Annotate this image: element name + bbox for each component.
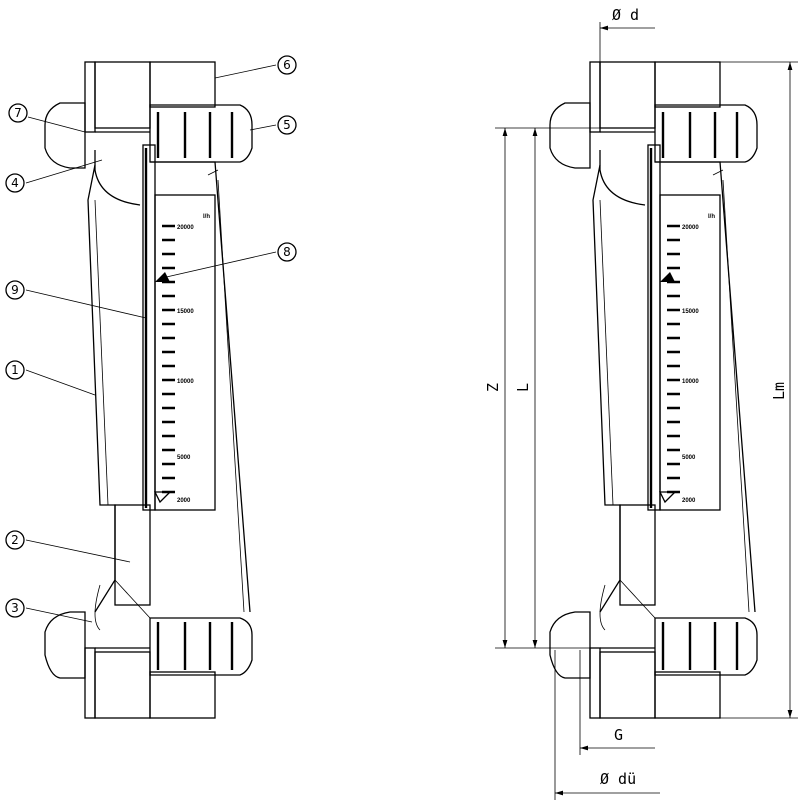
callout-9: 9: [5, 280, 25, 300]
callout-8: 8: [277, 242, 297, 262]
scale-tick-label: 15000: [177, 309, 194, 315]
callout-3: 3: [5, 598, 25, 618]
callout-6: 6: [277, 55, 297, 75]
scale-tick-label: 20000: [682, 225, 699, 231]
scale-tick-label: 15000: [682, 309, 699, 315]
svg-text:5: 5: [283, 118, 291, 132]
scale-tick-label: 10000: [177, 379, 194, 385]
dimension-lines: [495, 22, 798, 800]
scale-tick-label: 20000: [177, 225, 194, 231]
callouts: 1 2 3 4 5 6 7 8 9: [5, 55, 297, 618]
callout-1: 1: [5, 360, 25, 380]
scale-tick-label: 2000: [177, 498, 191, 504]
scale-labels-left: l/h 20000 15000 10000 5000 2000: [177, 214, 210, 504]
scale-unit: l/h: [708, 214, 715, 220]
callout-4: 4: [5, 173, 25, 193]
svg-text:2: 2: [11, 533, 19, 547]
dimension-z-label: Z: [484, 383, 502, 392]
svg-text:3: 3: [11, 601, 19, 615]
scale-unit: l/h: [203, 214, 210, 220]
svg-text:9: 9: [11, 283, 19, 297]
flowmeter-sectional-view: [43, 60, 254, 720]
svg-text:1: 1: [11, 363, 19, 377]
dimension-lm-label: Lm: [770, 382, 788, 400]
scale-tick-label: 5000: [682, 455, 696, 461]
svg-text:7: 7: [14, 106, 22, 120]
flowmeter-dimension-view: [548, 60, 759, 720]
callout-2: 2: [5, 530, 25, 550]
dimension-l-label: L: [514, 383, 532, 392]
dimension-du-label: Ø dü: [600, 770, 636, 788]
scale-tick-label: 5000: [177, 455, 191, 461]
dimension-g-label: G: [614, 726, 623, 744]
callout-7: 7: [8, 103, 28, 123]
dimension-d-label: Ø d: [612, 6, 639, 24]
svg-text:8: 8: [283, 245, 291, 259]
scale-tick-label: 2000: [682, 498, 696, 504]
scale-tick-label: 10000: [682, 379, 699, 385]
scale-labels-right: l/h 20000 15000 10000 5000 2000: [682, 214, 715, 504]
callout-5: 5: [277, 115, 297, 135]
svg-text:6: 6: [283, 58, 291, 72]
svg-text:4: 4: [11, 176, 19, 190]
